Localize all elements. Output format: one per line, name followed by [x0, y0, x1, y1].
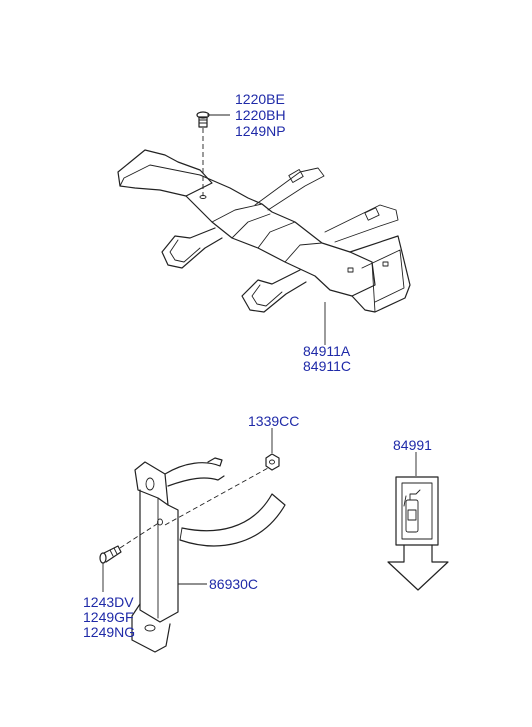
callout-1220BH: 1220BH [235, 107, 286, 123]
bolt-bottom-icon [99, 545, 122, 564]
bolt-top-icon [196, 111, 210, 128]
floor-tray-assembly [117, 111, 411, 345]
extinguisher-symbol [387, 452, 449, 591]
callout-1220BE: 1220BE [235, 91, 285, 107]
callout-84911C: 84911C [303, 358, 352, 374]
callout-1249NP: 1249NP [235, 123, 286, 139]
callout-86930C: 86930C [209, 576, 259, 592]
callout-84911A: 84911A [303, 343, 351, 359]
callout-1249NG: 1249NG [83, 624, 136, 640]
extinguisher-bracket-assembly [99, 428, 286, 653]
callout-1249GF: 1249GF [83, 609, 134, 625]
callout-84991: 84991 [393, 437, 432, 453]
callout-1339CC: 1339CC [248, 413, 300, 429]
nut-icon [265, 453, 280, 471]
callout-1243DV: 1243DV [83, 594, 134, 610]
fire-extinguisher-icon [403, 489, 421, 533]
